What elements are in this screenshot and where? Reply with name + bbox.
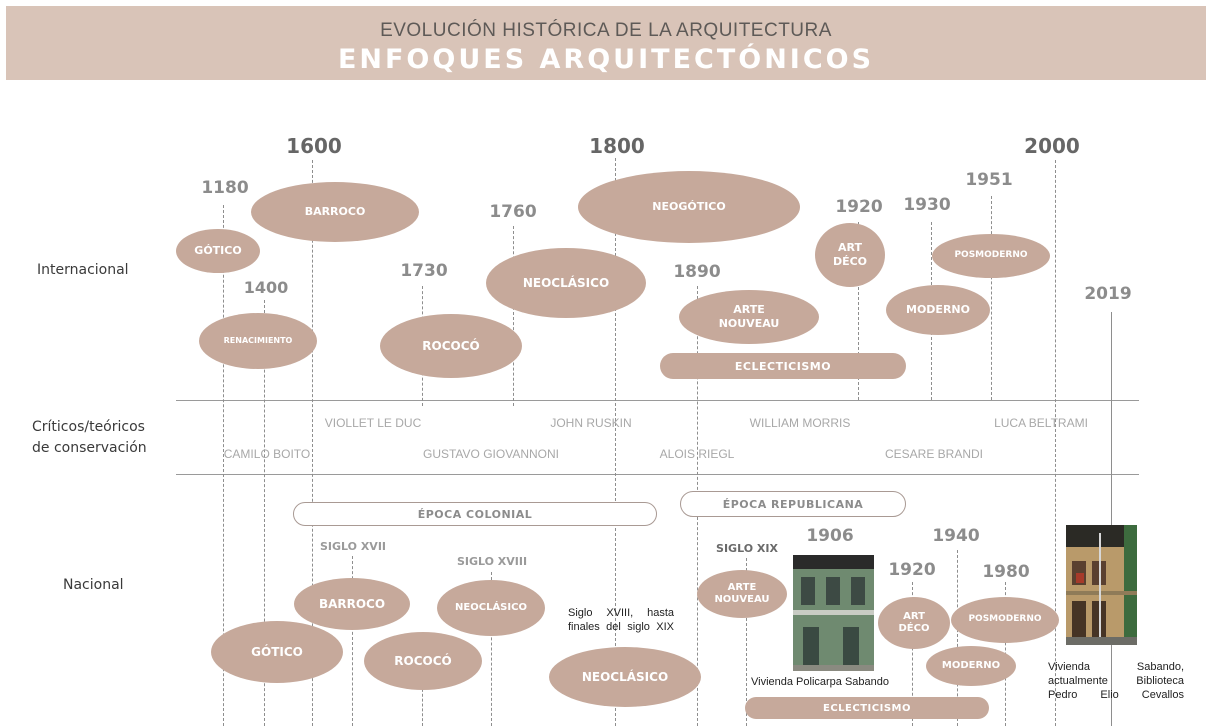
- row-label-criticos: Críticos/teóricos de conservación: [32, 417, 162, 459]
- row-label-nacional: Nacional: [63, 577, 124, 593]
- caption-vivienda-policarpa: Vivienda Policarpa Sabando: [751, 676, 890, 688]
- year-1600: 1600: [286, 134, 342, 158]
- year-1920: 1920: [835, 197, 883, 217]
- year-1920-nac: 1920: [888, 560, 936, 580]
- timeline-line-2019: [1111, 312, 1112, 726]
- header-banner: EVOLUCIÓN HISTÓRICA DE LA ARQUITECTURA E…: [6, 6, 1206, 80]
- style-renacimiento-int: RENACIMIENTO: [199, 313, 317, 369]
- critic-boito: CAMILO BOITO: [223, 447, 311, 461]
- timeline-line-1920: [858, 222, 859, 400]
- timeline-line-1600: [312, 160, 313, 726]
- timeline-line-xix: [746, 558, 747, 726]
- style-eclecticismo-nac: ECLECTICISMO: [745, 697, 989, 719]
- style-rococo-int: ROCOCÓ: [380, 314, 522, 378]
- style-gotico-int: GÓTICO: [176, 229, 260, 273]
- epoca-colonial: ÉPOCA COLONIAL: [293, 502, 657, 526]
- timeline-line-1400: [264, 300, 265, 726]
- photo-vivienda-policarpa: [793, 555, 874, 671]
- style-moderno-nac: MODERNO: [926, 646, 1016, 686]
- timeline-line-xvii: [352, 556, 353, 726]
- style-art-deco-int: ART DÉCO: [815, 223, 885, 287]
- style-neoclasico-nac-2: NEOCLÁSICO: [549, 647, 701, 707]
- style-gotico-nac: GÓTICO: [211, 621, 343, 683]
- timeline-line-1951: [991, 196, 992, 400]
- divider-top: [176, 400, 1139, 401]
- style-posmoderno-int: POSMODERNO: [932, 234, 1050, 278]
- style-moderno-int: MODERNO: [886, 285, 990, 335]
- year-1730: 1730: [400, 261, 448, 281]
- style-art-deco-nac: ART DÉCO: [878, 597, 950, 649]
- style-barroco-int: BARROCO: [251, 182, 419, 242]
- year-2000: 2000: [1024, 134, 1080, 158]
- row-label-internacional: Internacional: [37, 262, 129, 278]
- critic-giovannoni: GUSTAVO GIOVANNONI: [422, 447, 560, 461]
- photo-vivienda-sabando: [1066, 525, 1137, 645]
- year-2019: 2019: [1084, 284, 1132, 304]
- row-label-criticos-line2: de conservación: [32, 440, 147, 456]
- siglo-xix: SIGLO XIX: [716, 542, 778, 555]
- timeline-line-2000: [1055, 160, 1056, 726]
- style-rococo-nac: ROCOCÓ: [364, 632, 482, 690]
- style-barroco-nac: BARROCO: [294, 578, 410, 630]
- page-subtitle: EVOLUCIÓN HISTÓRICA DE LA ARQUITECTURA: [380, 20, 832, 41]
- timeline-line-xviii: [491, 572, 492, 726]
- critic-brandi: CESARE BRANDI: [884, 447, 984, 461]
- style-posmoderno-nac: POSMODERNO: [951, 597, 1059, 643]
- year-1180: 1180: [201, 178, 249, 198]
- style-arte-nouveau-nac: ARTE NOUVEAU: [697, 570, 787, 618]
- year-1400: 1400: [243, 278, 289, 297]
- year-1980: 1980: [982, 562, 1030, 582]
- note-neoclasico: Siglo XVIII, hasta finales del siglo XIX: [568, 607, 674, 633]
- siglo-xvii: SIGLO XVII: [319, 540, 387, 553]
- critic-ruskin: JOHN RUSKIN: [550, 416, 632, 430]
- row-label-criticos-line1: Críticos/teóricos: [32, 419, 145, 435]
- timeline-line-1920-nac: [912, 582, 913, 726]
- timeline-line-1800: [615, 158, 616, 726]
- year-1951: 1951: [965, 170, 1013, 190]
- year-1800: 1800: [589, 134, 645, 158]
- style-neoclasico-nac-1: NEOCLÁSICO: [437, 580, 545, 636]
- year-1906: 1906: [806, 526, 854, 546]
- siglo-xviii: SIGLO XVIII: [456, 555, 528, 568]
- divider-bottom: [176, 474, 1139, 475]
- timeline-line-1180: [223, 205, 224, 726]
- style-neogotico-int: NEOGÓTICO: [578, 171, 800, 243]
- year-1890: 1890: [673, 262, 721, 282]
- year-1930: 1930: [903, 195, 951, 215]
- page-title: ENFOQUES ARQUITECTÓNICOS: [337, 44, 875, 75]
- year-1760: 1760: [489, 202, 537, 222]
- critic-beltrami: LUCA BELTRAMI: [994, 416, 1088, 430]
- critic-riegl: ALOIS RIEGL: [659, 447, 735, 461]
- year-1940: 1940: [932, 526, 980, 546]
- style-neoclasico-int: NEOCLÁSICO: [486, 248, 646, 318]
- critic-morris: WILLIAM MORRIS: [749, 416, 851, 430]
- caption-vivienda-sabando: Vivienda Sabando, actualmente Biblioteca…: [1048, 661, 1184, 701]
- timeline-line-1760: [513, 226, 514, 406]
- epoca-republicana: ÉPOCA REPUBLICANA: [680, 491, 906, 517]
- style-arte-nouveau-int: ARTE NOUVEAU: [679, 290, 819, 344]
- critic-viollet: VIOLLET LE DUC: [324, 416, 422, 430]
- style-eclecticismo-int: ECLECTICISMO: [660, 353, 906, 379]
- timeline-line-1940: [957, 550, 958, 726]
